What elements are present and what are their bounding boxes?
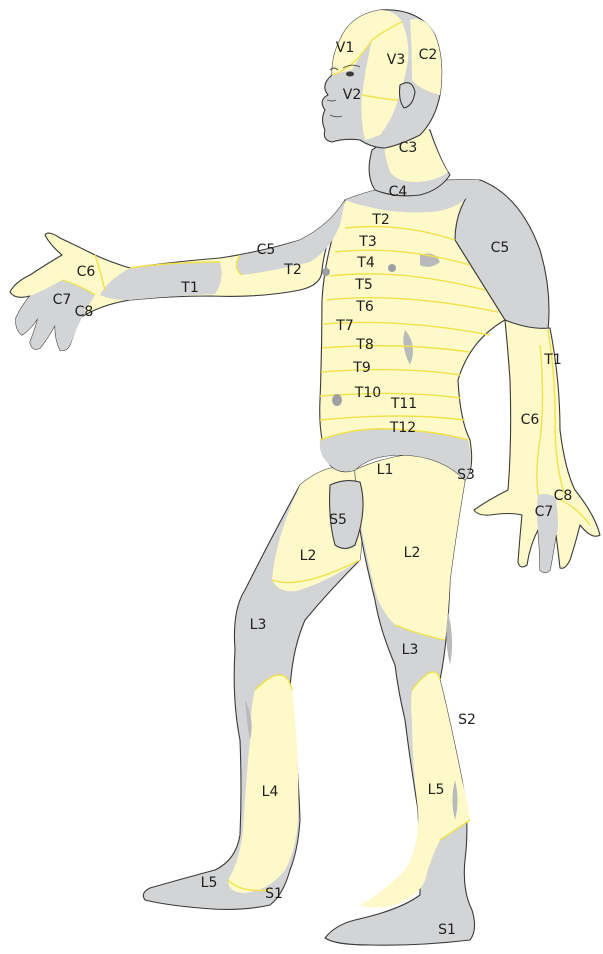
eye [346, 72, 354, 77]
label-L5-left: L5 [201, 875, 218, 891]
right-forearm [474, 320, 600, 573]
label-T10: T10 [354, 385, 381, 401]
nipple-right [388, 264, 396, 272]
label-T8: T8 [355, 337, 373, 353]
label-S1-right: S1 [438, 922, 456, 938]
label-C6-right: C6 [521, 412, 540, 428]
label-C7-right: C7 [535, 504, 554, 520]
label-T1-right: T1 [543, 352, 561, 368]
nipple-left [322, 268, 330, 276]
label-C4: C4 [389, 184, 408, 200]
label-C2: C2 [419, 47, 438, 63]
label-T11: T11 [390, 396, 417, 412]
label-C8-right: C8 [554, 488, 573, 504]
label-S5: S5 [329, 512, 347, 528]
label-C6-hand: C6 [77, 264, 96, 280]
label-T1-arm: T1 [180, 280, 198, 296]
label-L3-right: L3 [402, 642, 419, 658]
navel [332, 394, 342, 406]
label-T9: T9 [352, 360, 370, 376]
label-L3-left: L3 [250, 617, 267, 633]
label-T5: T5 [354, 277, 372, 293]
label-L4: L4 [262, 784, 279, 800]
label-T2: T2 [371, 212, 389, 228]
label-S3: S3 [457, 467, 475, 483]
label-V1: V1 [336, 40, 354, 56]
label-V2: V2 [343, 87, 361, 103]
label-S1-left: S1 [265, 886, 283, 902]
label-T4: T4 [356, 255, 375, 271]
label-V3: V3 [387, 52, 405, 68]
label-C3: C3 [399, 140, 418, 156]
label-L5-right: L5 [428, 782, 445, 798]
label-T6: T6 [355, 299, 374, 315]
label-T7: T7 [335, 318, 353, 334]
label-C8-hand: C8 [75, 304, 94, 320]
label-C7-hand: C7 [53, 292, 72, 308]
label-S2: S2 [458, 712, 476, 728]
label-C5-arm: C5 [257, 242, 276, 258]
label-T12: T12 [389, 420, 416, 436]
label-C5-right: C5 [491, 240, 510, 256]
label-L1: L1 [377, 462, 394, 478]
label-T2-arm: T2 [283, 262, 301, 278]
label-T3: T3 [358, 234, 376, 250]
label-L2-left: L2 [300, 548, 317, 564]
label-L2-right: L2 [404, 545, 421, 561]
